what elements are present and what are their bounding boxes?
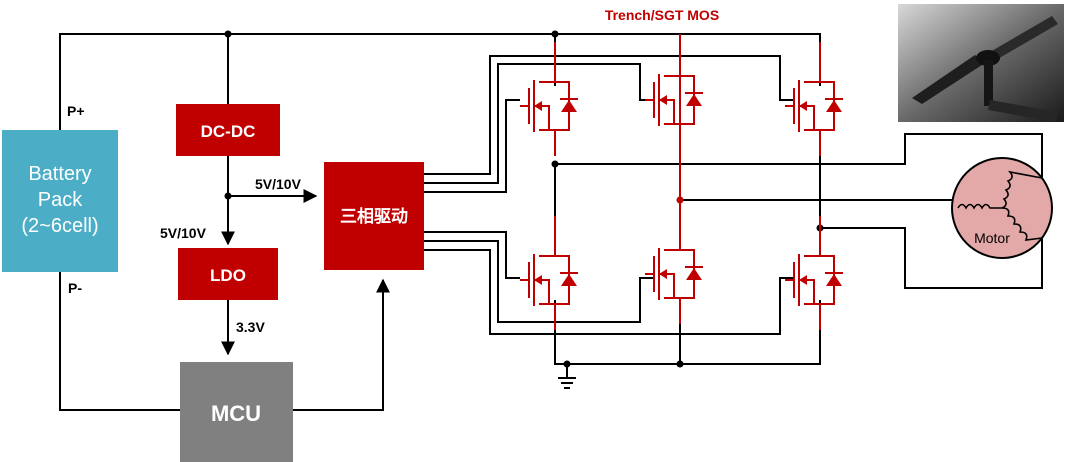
mosfet-low-c [785, 216, 843, 330]
driver-label: 三相驱动 [340, 206, 408, 226]
motor: Motor [951, 157, 1053, 259]
dcdc-output-label: 5V/10V [255, 176, 302, 192]
mosfet-high-b [645, 36, 703, 150]
mcu-label: MCU [211, 401, 261, 426]
mosfet-high-a [520, 42, 578, 156]
wiring [59, 33, 1043, 411]
p-minus-label: P- [68, 280, 82, 296]
mosfet-low-a [520, 216, 578, 330]
drone-propeller-photo [898, 4, 1064, 122]
ldo-input-label: 5V/10V [160, 225, 207, 241]
junction-dots [224, 30, 824, 368]
mcu-block: MCU [180, 362, 293, 462]
three-phase-driver-block: 三相驱动 [324, 162, 424, 270]
mosfet-low-b [645, 210, 703, 324]
battery-label-line2: Pack [38, 189, 83, 211]
ldo-block: LDO [178, 248, 278, 300]
mcu-supply-label: 3.3V [236, 319, 265, 335]
dcdc-label: DC-DC [201, 122, 256, 141]
mosfet-title: Trench/SGT MOS [605, 7, 719, 23]
mosfet-bridge [520, 36, 843, 330]
battery-label-line3: (2~6cell) [21, 215, 98, 237]
mosfet-high-c [785, 42, 843, 156]
p-plus-label: P+ [67, 103, 85, 119]
battery-pack: Battery Pack (2~6cell) [2, 130, 118, 272]
dcdc-block: DC-DC [176, 104, 280, 156]
battery-label-line1: Battery [28, 163, 91, 185]
ldo-label: LDO [210, 266, 246, 285]
motor-label: Motor [974, 230, 1010, 246]
